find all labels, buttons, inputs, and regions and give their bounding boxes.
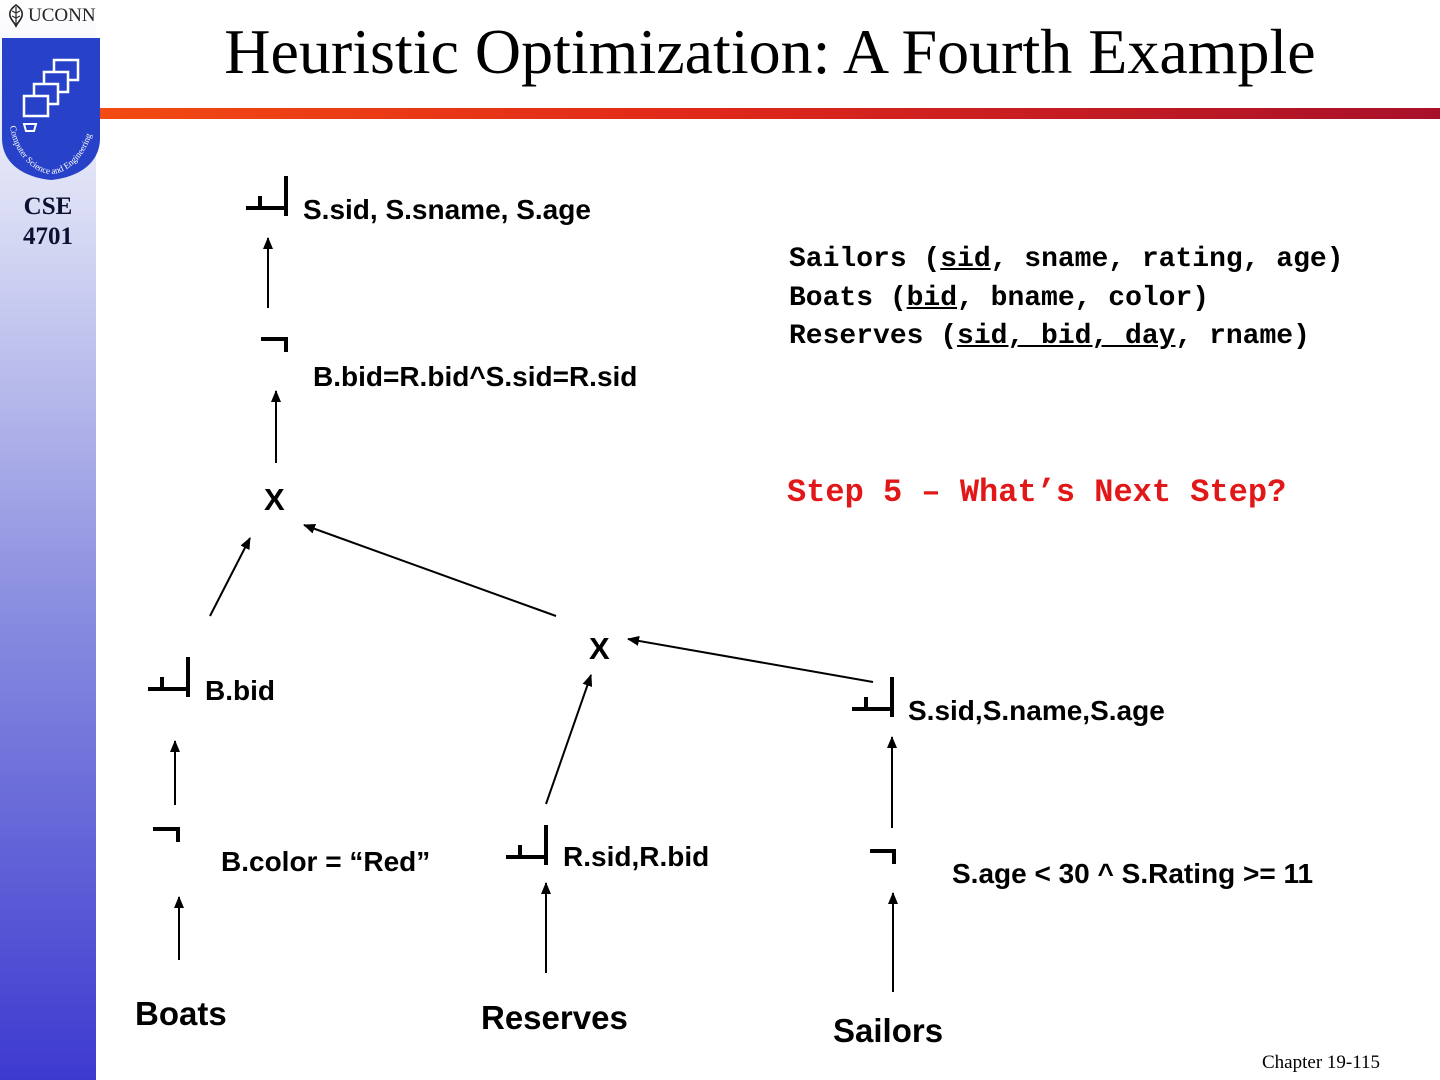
slide-footer: Chapter 19-115 (1262, 1052, 1381, 1073)
page-title: Heuristic Optimization: A Fourth Example (224, 16, 1316, 87)
uconn-wordmark: UCONN (6, 4, 96, 28)
edge-boats-to-upper-product (209, 537, 251, 617)
schema-boats-key: bid (906, 282, 958, 314)
university-name: UCONN (28, 5, 96, 26)
upper-cartesian-product: X (264, 482, 285, 517)
course-code-line1: CSE (23, 193, 73, 220)
schema-sailors: Sailors (sid, sname, rating, age) (789, 244, 1344, 275)
sigma-icon (153, 827, 180, 842)
join-selection-condition: B.bid=R.bid^S.sid=R.sid (313, 361, 638, 392)
schema-boats: Boats (bid, bname, color) (789, 282, 1210, 314)
boats-projection-attributes: B.bid (205, 675, 275, 706)
lower-cartesian-product: X (589, 631, 610, 666)
sailors-selection-condition: S.age < 30 ^ S.Rating >= 11 (952, 858, 1314, 889)
pi-icon (246, 176, 288, 216)
schema-reserves-key: sid, bid, day (957, 321, 1176, 352)
course-code-line2: 4701 (23, 223, 73, 250)
top-projection-attributes: S.sid, S.sname, S.age (303, 194, 591, 225)
edge-lower-to-upper-product (303, 524, 557, 617)
schema-sailors-key: sid (940, 244, 991, 275)
sidebar-gradient (0, 0, 96, 1080)
pi-icon (506, 825, 548, 865)
reserves-projection-attributes: R.sid,R.bid (563, 841, 710, 872)
sigma-icon (870, 849, 896, 864)
sailors-projection-attributes: S.sid,S.name,S.age (908, 695, 1165, 726)
schema-definitions: Sailors (sid, sname, rating, age) Boats (… (789, 241, 1344, 357)
course-code: CSE 4701 (0, 192, 96, 252)
department-logo: Computer Science and Engineering (2, 38, 100, 180)
relation-reserves: Reserves (481, 999, 628, 1036)
relation-sailors: Sailors (833, 1012, 944, 1049)
schema-reserves: Reserves (sid, bid, day, rname) (789, 321, 1310, 352)
boats-selection-condition: B.color = “Red” (221, 846, 431, 877)
oak-leaf-icon (9, 4, 23, 28)
title-divider (100, 108, 1440, 119)
edge-sailors-to-lower-product (627, 635, 874, 683)
relation-boats: Boats (135, 995, 227, 1032)
pi-icon (852, 677, 894, 717)
pi-icon (148, 657, 190, 697)
edge-reserves-to-lower-product (545, 674, 593, 805)
sigma-icon (261, 337, 288, 352)
step-prompt: Step 5 – What’s Next Step? (787, 474, 1287, 511)
